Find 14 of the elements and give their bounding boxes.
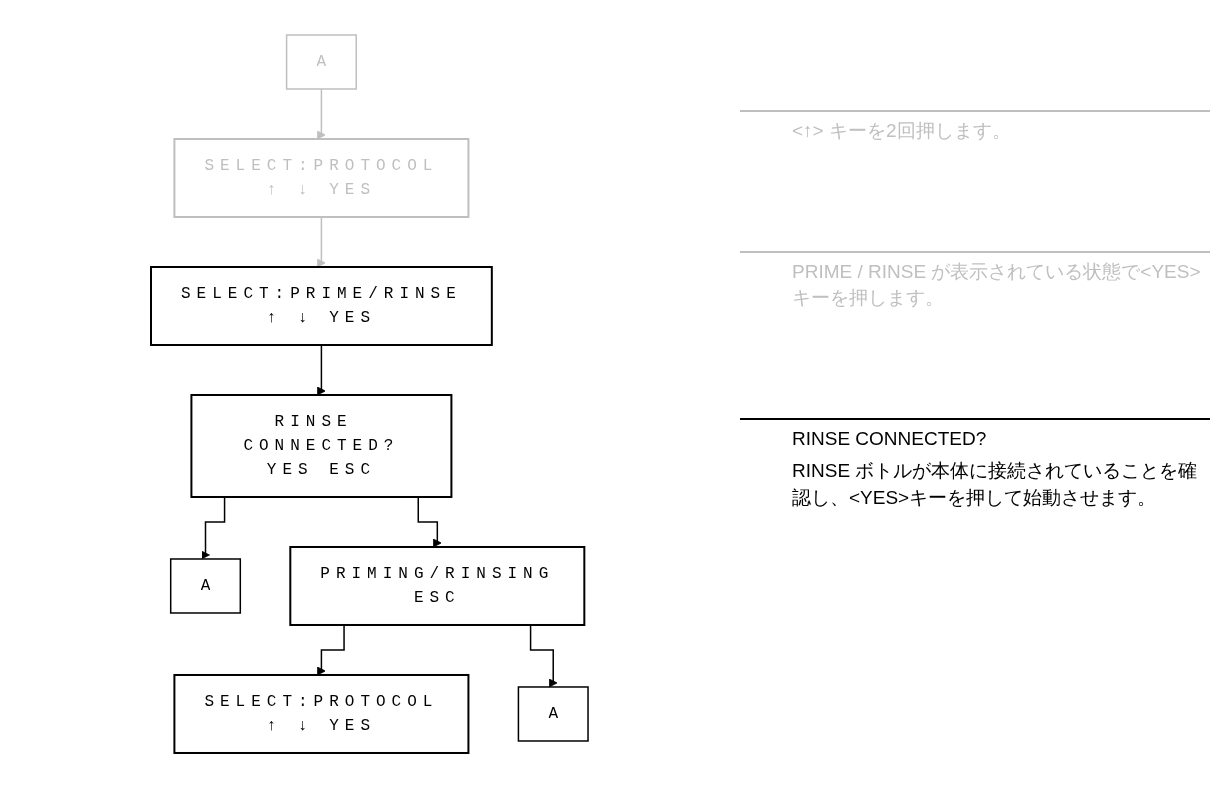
instruction-note: RINSE ボトルが本体に接続されていることを確認し、<YES>キーを押して始動させます。 <box>791 459 1199 510</box>
instruction-note: PRIME / RINSE が表示されている状態で<YES> キーを押します。 <box>791 259 1202 311</box>
node-box: A <box>286 33 358 90</box>
node-box: RINSE CONNECTED? YES ESC <box>190 393 453 498</box>
instruction-note: RINSE CONNECTED? <box>791 426 988 451</box>
arrow <box>317 87 327 139</box>
node-box: SELECT:PROTOCOL ↑ ↓ YES <box>173 673 470 754</box>
node-box: A <box>170 557 242 614</box>
node-box: A <box>518 685 590 742</box>
instruction-note: <↑> キーを2回押します。 <box>791 119 1012 143</box>
node-box: SELECT:PRIME/RINSE ↑ ↓ YES <box>150 265 494 346</box>
arrow <box>317 343 327 395</box>
node-box: SELECT:PROTOCOL ↑ ↓ YES <box>173 137 470 218</box>
node-box: PRIMING/RINSING ESC <box>289 545 586 626</box>
